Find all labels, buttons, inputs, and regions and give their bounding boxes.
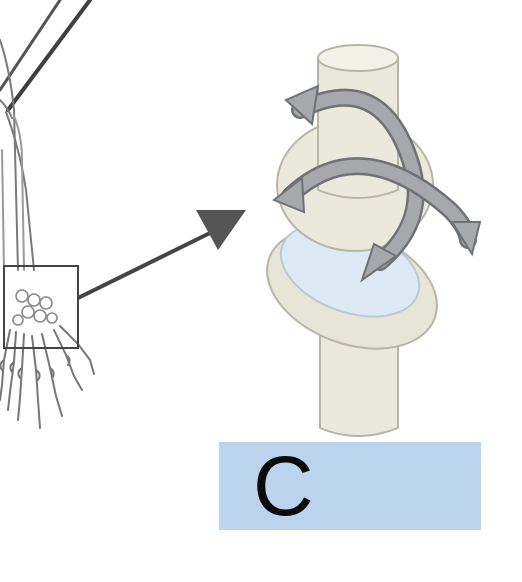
- pointer-arrow-icon: [77, 210, 246, 300]
- elbow-pointer-line: [6, 0, 92, 112]
- wrist-highlight-box: [3, 265, 79, 349]
- joint-label: C: [253, 439, 314, 533]
- rotation-arrowhead-right: [450, 221, 482, 257]
- arm-skeleton-icon: [0, 0, 95, 429]
- rotation-arrowhead-left: [272, 176, 306, 214]
- rotation-arrowhead-top: [284, 84, 320, 127]
- carpal-bones: [12, 289, 58, 326]
- finger-bones: [0, 325, 95, 429]
- joint-label-box: C: [219, 442, 481, 530]
- wrist-joint-icon: [266, 44, 482, 437]
- rotation-arrowhead-bottom: [360, 242, 398, 283]
